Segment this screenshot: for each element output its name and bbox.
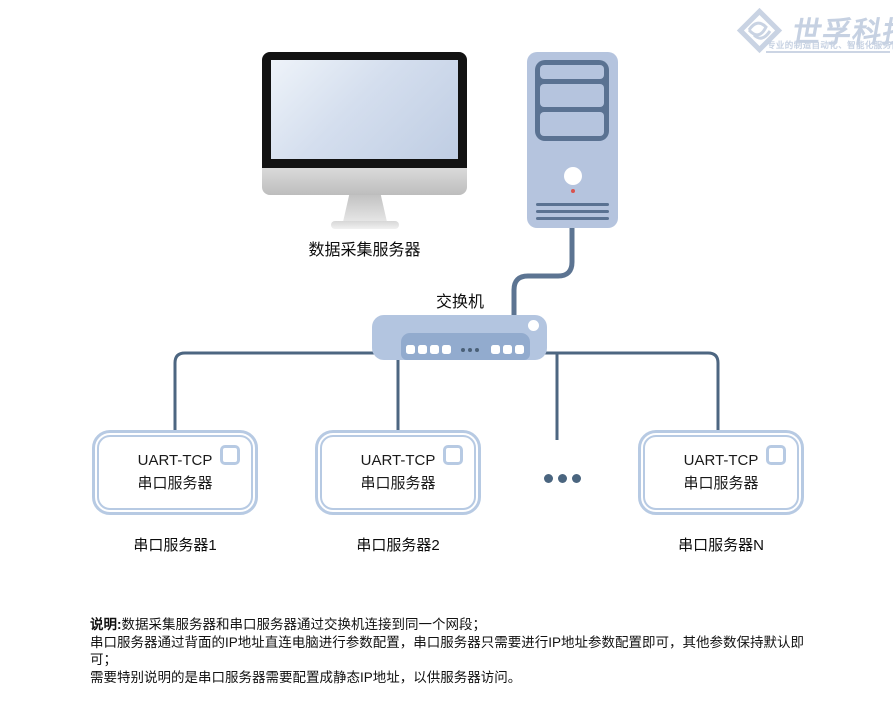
switch-label: 交换机 [435,294,484,311]
data-server-monitor [262,52,467,232]
monitor-stand-base [331,221,399,229]
uart-server-box-n: UART-TCP 串口服务器 [638,430,804,515]
notes-block: 说明:数据采集服务器和串口服务器通过交换机连接到同一个网段； 串口服务器通过背面… [90,616,830,686]
note-line-2: 串口服务器通过背面的IP地址直连电脑进行参数配置，串口服务器只需要进行IP地址参… [90,634,805,668]
data-server-label: 数据采集服务器 [308,242,421,259]
power-button [563,167,582,185]
power-led [570,189,575,193]
drive-bays [535,60,609,141]
drive-bay [540,84,604,107]
port-icon [406,345,415,354]
vent-slot [536,217,609,220]
dot [558,474,567,483]
dot [572,474,581,483]
dot [544,474,553,483]
box-port-icon [443,445,463,465]
uart-box-line1: UART-TCP [360,452,436,469]
port-icon [418,345,427,354]
vent-slot [536,210,609,213]
tower-server [527,52,618,228]
uart-box-line2: 串口服务器 [137,474,213,492]
logo: 世孚科技 专业的制造自动化、智能化服务商 [733,8,893,56]
logo-tagline-text: 专业的制造自动化、智能化服务商 [767,40,893,50]
uart-box-line1: UART-TCP [683,452,759,469]
ellipsis-icon [540,470,585,488]
switch-port-panel [401,333,530,360]
drive-bay [540,111,604,137]
monitor-bezel [262,52,467,168]
port-icon [503,345,512,354]
logo-underline [766,51,890,53]
port-icon [491,345,500,354]
server-label-2: 串口服务器2 [356,537,440,554]
note-line-3: 需要特别说明的是串口服务器需要配置成静态IP地址，以供服务器访问。 [90,669,522,685]
box-port-icon [766,445,786,465]
uart-box-content: UART-TCP 串口服务器 [320,435,476,510]
uart-box-line1: UART-TCP [137,452,213,469]
port-icon [430,345,439,354]
uart-box-line2: 串口服务器 [683,474,759,492]
note-prefix: 说明: [90,617,122,632]
dot-icon [461,348,465,352]
monitor-screen [271,60,458,159]
tower-to-switch-cable [511,223,575,321]
uart-server-box-1: UART-TCP 串口服务器 [92,430,258,515]
note-line-1-text: 数据采集服务器和串口服务器通过交换机连接到同一个网段； [121,617,487,632]
monitor-chin [262,168,467,195]
uart-server-box-2: UART-TCP 串口服务器 [315,430,481,515]
port-icon [442,345,451,354]
uart-box-line2: 串口服务器 [360,474,436,492]
server-label-1: 串口服务器1 [133,537,217,554]
dot-icon [468,348,472,352]
uart-box-content: UART-TCP 串口服务器 [643,435,799,510]
monitor-stand-neck [343,195,387,222]
vent-slot [536,203,609,206]
logo-mark-icon [736,8,783,54]
uart-box-content: UART-TCP 串口服务器 [97,435,253,510]
switch-led-icon [528,320,539,331]
server-label-n: 串口服务器N [678,537,764,554]
trunk-line [173,351,720,430]
drive-bay [540,65,604,80]
box-port-icon [220,445,240,465]
dot-icon [475,348,479,352]
network-switch [372,315,547,360]
port-icon [515,345,524,354]
note-line-1: 说明:数据采集服务器和串口服务器通过交换机连接到同一个网段； [90,616,830,634]
